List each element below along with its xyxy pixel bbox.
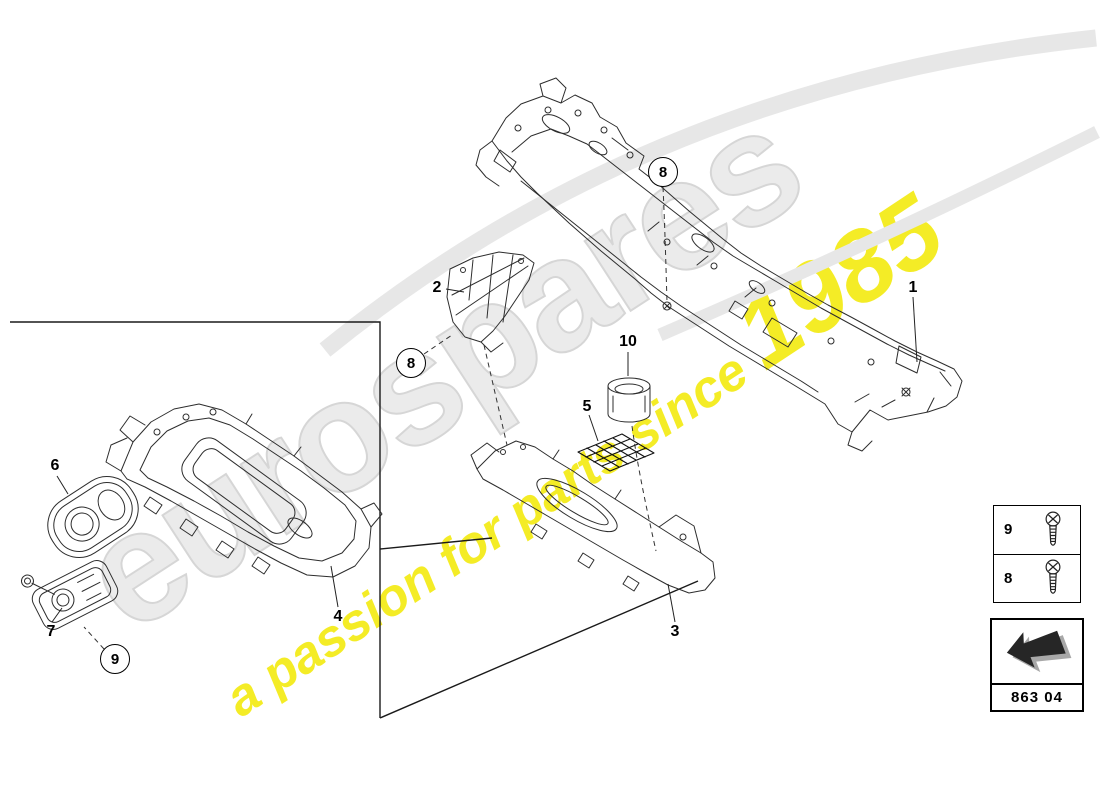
part-10-cup-drawing [607, 377, 651, 423]
part-4-tunnel-enlarged-drawing [105, 403, 383, 578]
detail-box-lines [10, 321, 699, 719]
part-1-tunnel-drawing [475, 77, 963, 452]
callout-10[interactable]: 10 [619, 333, 637, 350]
legend-label-8: 8 [1004, 569, 1013, 587]
callout-3[interactable]: 3 [670, 623, 680, 640]
fastener-legend: 9 8 [993, 505, 1081, 603]
callout-6[interactable]: 6 [50, 457, 60, 474]
part-2-bracket-drawing [446, 251, 535, 353]
callout-2[interactable]: 2 [432, 279, 442, 296]
callout-4[interactable]: 4 [333, 608, 343, 625]
callout-7[interactable]: 7 [46, 623, 56, 640]
part-7-switch-drawing [20, 560, 119, 630]
screw-icon [1042, 558, 1064, 598]
callout-9[interactable]: 9 [100, 644, 130, 674]
diagram-code-box: 863 04 [990, 618, 1084, 712]
callout-1[interactable]: 1 [908, 279, 918, 296]
watermark-swoosh [319, 29, 1100, 357]
legend-row-9[interactable]: 9 [994, 506, 1080, 554]
callout-8-left[interactable]: 8 [396, 348, 426, 378]
dashed-leader-lines [83, 186, 668, 650]
part-3-tunnel-drawing [470, 440, 716, 594]
direction-arrow-icon [992, 620, 1082, 685]
callout-5[interactable]: 5 [582, 398, 592, 415]
part-6-trim-drawing [47, 476, 139, 558]
legend-row-8[interactable]: 8 [994, 553, 1080, 603]
leader-lines [51, 288, 918, 623]
part-5-mat-drawing [577, 433, 655, 472]
callout-8-top[interactable]: 8 [648, 157, 678, 187]
screw-icon [1042, 510, 1064, 550]
diagram-code: 863 04 [1011, 689, 1063, 706]
legend-label-9: 9 [1004, 521, 1013, 539]
